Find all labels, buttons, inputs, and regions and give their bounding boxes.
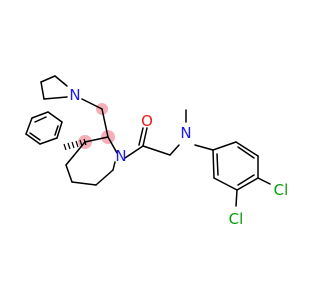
- atom-label-cl-para: Cl: [274, 181, 289, 199]
- atom-label-n-pyrrolidine: N: [69, 86, 80, 104]
- structure-canvas: N N O N Cl Cl: [25, 75, 289, 228]
- bond-lines: [25, 75, 271, 207]
- atom-label-n-amine: N: [180, 124, 191, 142]
- atom-label-o-carbonyl: O: [141, 112, 153, 130]
- atom-label-n-piperidine: N: [115, 147, 126, 165]
- hash-bonds: [63, 138, 87, 151]
- atom-label-cl-meta: Cl: [229, 210, 244, 228]
- molecule-drawing: N N O N Cl Cl: [25, 75, 289, 228]
